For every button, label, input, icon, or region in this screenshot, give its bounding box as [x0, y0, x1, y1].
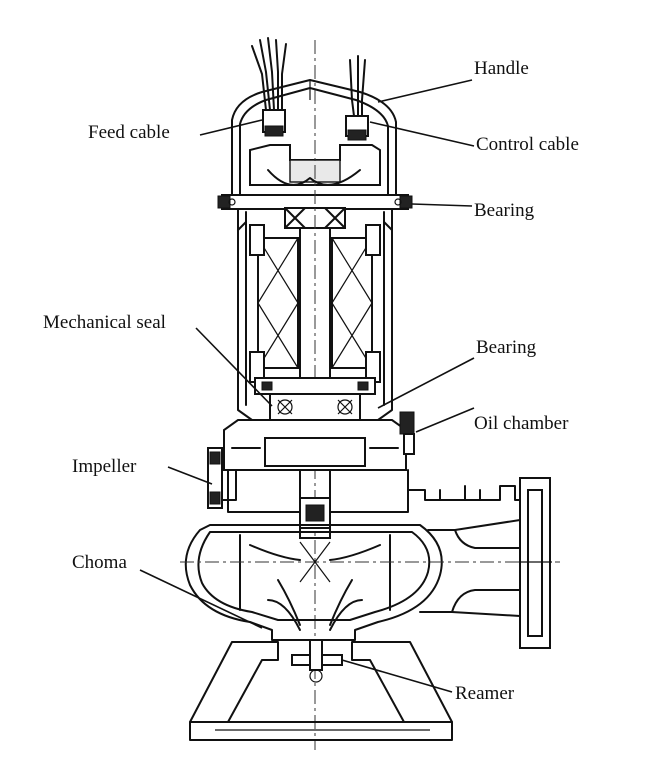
stator-left [249, 224, 299, 383]
leader-control-cable [369, 121, 475, 147]
label-reamer: Reamer [455, 683, 515, 704]
leader-mechanical-seal [195, 327, 273, 407]
stator-right [331, 224, 381, 383]
base-stand [189, 641, 453, 741]
feed-cable-wires [251, 37, 287, 137]
discharge-outlet [419, 477, 552, 649]
inlet-flange-left [207, 447, 237, 509]
leader-reamer [341, 659, 453, 693]
label-mechanical-seal: Mechanical seal [43, 312, 166, 333]
label-bearing-bottom: Bearing [476, 337, 537, 358]
label-control-cable: Control cable [476, 134, 579, 155]
leader-bearing-top [411, 203, 473, 207]
reamer-part [291, 639, 343, 683]
handle [231, 79, 397, 206]
leader-bearing-bottom [377, 357, 475, 409]
lower-bearing [254, 377, 376, 421]
label-handle: Handle [474, 58, 529, 79]
leader-impeller [167, 466, 213, 485]
volute [180, 524, 560, 641]
leader-handle [377, 79, 473, 103]
oil-chamber [223, 411, 415, 471]
leader-oil-chamber [415, 407, 475, 433]
leader-choma [139, 569, 263, 629]
label-feed-cable: Feed cable [88, 122, 170, 143]
leader-feed-cable [199, 119, 263, 136]
motor-housing [237, 209, 393, 421]
label-choma: Choma [72, 552, 127, 573]
label-impeller: Impeller [72, 456, 137, 477]
label-oil-chamber: Oil chamber [474, 413, 569, 434]
casing-upper [227, 469, 526, 529]
label-bearing-top: Bearing [474, 200, 535, 221]
